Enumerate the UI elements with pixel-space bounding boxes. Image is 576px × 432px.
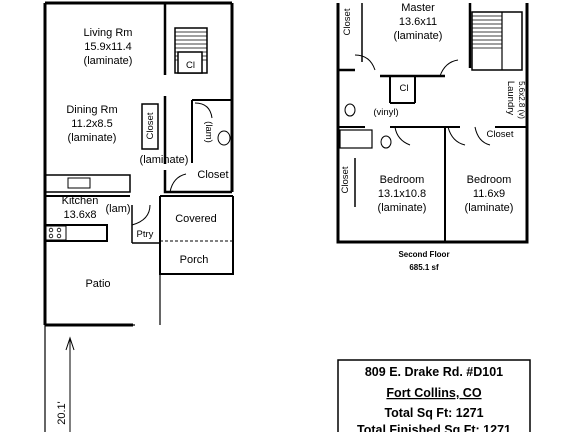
hall-walls [338, 76, 527, 242]
door-swing-3 [394, 126, 411, 146]
bath-vinyl-label: (vinyl) [373, 107, 398, 118]
bedroom2-size: 11.6x9 [473, 188, 505, 200]
entry-door-swing [169, 173, 187, 193]
master-finish: (laminate) [394, 30, 443, 42]
half-bath [191, 99, 232, 163]
second-floor-caption: Second Floor [398, 250, 449, 259]
stove-icon [45, 225, 67, 241]
upstairs-bath [339, 129, 373, 149]
kitchen-wall [45, 195, 130, 242]
living-room-size: 15.9x11.4 [84, 41, 132, 53]
info-box: 809 E. Drake Rd. #D101 Fort Collins, CO … [337, 359, 531, 432]
hall-wall [163, 3, 232, 194]
master-closet-label: Closet [342, 8, 353, 35]
dimension-label: 20.1' [56, 401, 68, 425]
upstairs-toilet-icon [380, 135, 392, 149]
door-swing-5 [474, 126, 491, 146]
first-floor-labels: Living Rm 15.9x11.4 (laminate) Dining Rm… [56, 27, 229, 425]
laundry-name: Laundry [505, 81, 516, 116]
kitchen-sink-icon [67, 177, 91, 189]
bath-lam-label: (lam) [203, 121, 214, 143]
closet-block [141, 103, 159, 150]
bedroom2-finish: (laminate) [465, 202, 514, 214]
kitchen-finish: (lam) [105, 203, 130, 215]
pantry-label: Ptry [137, 229, 154, 240]
dining-closet-label: Closet [145, 112, 156, 139]
patio-label: Patio [85, 278, 110, 290]
kitchen-counter [45, 174, 131, 193]
hall-closet-label-2: Closet [487, 129, 514, 140]
kitchen-name: Kitchen [62, 195, 99, 207]
bath-door-swing [194, 102, 213, 119]
kitchen-door-swing [131, 204, 151, 226]
bedroom2-name: Bedroom [467, 174, 512, 186]
bedroom1-closet-label: Closet [340, 166, 351, 193]
city-line: Fort Collins, CO [386, 386, 481, 400]
stairs-first-floor [174, 27, 208, 74]
upstairs-sink-icon [344, 103, 356, 117]
second-floor-area: 685.1 sf [409, 263, 439, 272]
total-sqft: Total Sq Ft: 1271 [384, 406, 483, 420]
bedroom1-size: 13.1x10.8 [378, 188, 426, 200]
covered-label: Covered [175, 213, 217, 225]
bedroom1-name: Bedroom [380, 174, 425, 186]
patio-outline [44, 324, 135, 432]
kitchen-size: 13.6x8 [63, 209, 96, 221]
hall-finish-label: (laminate) [140, 154, 189, 166]
porch-outline [159, 195, 234, 275]
hall-closet-label: Closet [197, 169, 228, 181]
address-line: 809 E. Drake Rd. #D101 [365, 365, 503, 379]
linen-cl-label: Cl [400, 83, 409, 94]
first-floor [43, 1, 234, 432]
dining-room-size: 11.2x8.5 [71, 118, 112, 130]
closet-cl-label: Cl [186, 60, 195, 71]
door-swing-2 [439, 59, 459, 77]
living-room-name: Living Rm [84, 27, 133, 39]
master-size: 13.6x11 [399, 16, 437, 28]
living-room-finish: (laminate) [84, 55, 133, 67]
master-name: Master [401, 2, 435, 14]
laundry-size: 5.6x2.8 (v) [517, 81, 526, 119]
stairs-second-floor [471, 11, 523, 71]
second-floor-labels: Master 13.6x11 (laminate) Closet Cl (vin… [340, 2, 526, 272]
dimension-arrowhead [65, 336, 75, 351]
pantry-walls [131, 205, 160, 244]
bedroom1-finish: (laminate) [378, 202, 427, 214]
toilet-icon [217, 130, 231, 146]
dining-room-finish: (laminate) [68, 132, 117, 144]
door-swing-1 [354, 54, 376, 71]
dining-room-name: Dining Rm [66, 104, 117, 116]
finished-sqft: Total Finished Sq Ft: 1271 [357, 423, 511, 432]
second-floor-outline [336, 3, 529, 244]
second-floor [336, 3, 529, 244]
door-swing-4 [447, 126, 466, 146]
porch-label: Porch [180, 254, 209, 266]
